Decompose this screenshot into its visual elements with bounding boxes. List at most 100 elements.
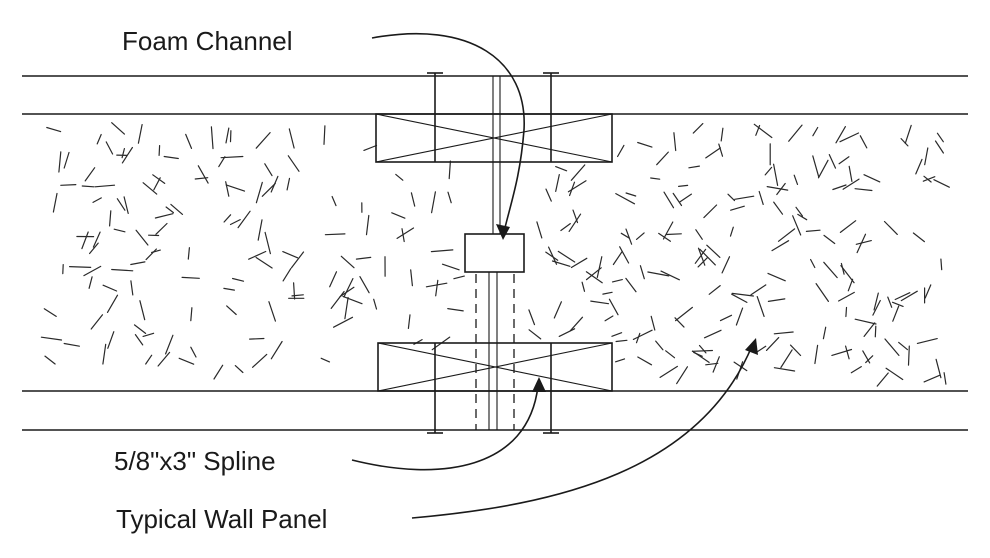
insulation-fiber bbox=[158, 145, 161, 156]
insulation-fiber bbox=[68, 266, 92, 268]
insulation-fiber bbox=[165, 206, 174, 214]
fasteners bbox=[427, 72, 559, 434]
insulation-fiber bbox=[410, 192, 416, 207]
insulation-fiber bbox=[750, 284, 767, 296]
insulation-fiber bbox=[647, 271, 670, 277]
insulation-fiber bbox=[225, 127, 230, 144]
insulation-fiber bbox=[102, 343, 107, 365]
insulation-fiber bbox=[331, 195, 337, 207]
insulation-fiber bbox=[691, 349, 714, 352]
insulation-fiber bbox=[121, 148, 126, 159]
insulation-fiber bbox=[620, 232, 631, 239]
insulation-fiber bbox=[904, 124, 912, 144]
insulation-fiber bbox=[767, 298, 786, 302]
foam-channel-block bbox=[464, 233, 525, 273]
insulation-fiber bbox=[697, 257, 709, 268]
insulation-fiber bbox=[570, 164, 586, 181]
insulation-fiber bbox=[705, 362, 719, 366]
insulation-fiber bbox=[137, 123, 143, 144]
insulation-fiber bbox=[859, 135, 868, 149]
insulation-fiber bbox=[255, 256, 273, 269]
insulation-fiber bbox=[232, 277, 245, 282]
insulation-fiber bbox=[940, 258, 943, 271]
insulation-fiber bbox=[154, 213, 174, 219]
insulation-fiber bbox=[52, 192, 58, 213]
insulation-fiber bbox=[218, 156, 226, 168]
insulation-fiber bbox=[695, 229, 703, 240]
insulation-fiber bbox=[249, 337, 265, 340]
insulation-fiber bbox=[395, 173, 404, 181]
insulation-fiber bbox=[612, 251, 623, 266]
insulation-fiber bbox=[329, 271, 338, 288]
insulation-fiber bbox=[632, 329, 653, 340]
insulation-fiber bbox=[282, 268, 292, 282]
insulation-fiber bbox=[342, 295, 363, 305]
insulation-fiber bbox=[130, 280, 134, 296]
insulation-fiber bbox=[915, 158, 923, 175]
insulation-fiber bbox=[844, 345, 850, 360]
insulation-fiber bbox=[339, 286, 355, 298]
spline-leader bbox=[351, 385, 539, 471]
insulation-fiber bbox=[719, 314, 733, 322]
insulation-fiber bbox=[780, 349, 793, 369]
bottom-spline bbox=[377, 342, 613, 392]
insulation-fiber bbox=[773, 201, 784, 215]
insulation-fiber bbox=[854, 318, 877, 325]
insulation-fiber bbox=[291, 294, 304, 297]
insulation-fiber bbox=[551, 260, 571, 267]
insulation-fiber bbox=[261, 182, 276, 197]
insulation-fiber bbox=[611, 279, 623, 283]
insulation-fiber bbox=[839, 220, 857, 233]
insulation-fiber bbox=[323, 125, 326, 145]
insulation-fiber bbox=[656, 151, 669, 166]
insulation-fiber bbox=[758, 190, 764, 205]
insulation-fiber bbox=[764, 166, 773, 176]
insulation-fiber bbox=[924, 147, 929, 166]
insulation-fiber bbox=[876, 372, 889, 387]
insulation-fiber bbox=[659, 365, 679, 378]
insulation-fiber bbox=[694, 248, 707, 264]
insulation-fiber bbox=[84, 167, 96, 182]
insulation-fiber bbox=[43, 308, 57, 317]
insulation-fiber bbox=[568, 213, 582, 232]
insulation-fiber bbox=[828, 154, 837, 169]
insulation-fiber bbox=[133, 324, 147, 334]
insulation-fiber bbox=[585, 267, 602, 281]
insulation-fiber bbox=[793, 174, 799, 185]
insulation-fiber bbox=[708, 285, 721, 295]
insulation-fiber bbox=[560, 223, 571, 232]
insulation-fiber bbox=[604, 315, 614, 322]
insulation-fiber bbox=[766, 186, 789, 191]
insulation-fiber bbox=[665, 233, 682, 236]
insulation-fiber bbox=[817, 159, 829, 179]
insulation-fiber bbox=[727, 193, 736, 202]
insulation-fiber bbox=[340, 255, 355, 269]
insulation-fiber bbox=[637, 141, 653, 148]
insulation-fiber bbox=[650, 177, 661, 180]
insulation-fiber bbox=[255, 132, 271, 149]
insulation-fiber bbox=[731, 292, 755, 297]
insulation-fiber bbox=[842, 178, 860, 190]
insulation-fiber bbox=[153, 177, 161, 191]
insulation-fiber bbox=[286, 177, 291, 191]
insulation-fiber bbox=[88, 276, 93, 289]
insulation-fiber bbox=[569, 316, 584, 332]
insulation-fiber bbox=[237, 210, 251, 229]
insulation-fiber bbox=[673, 132, 677, 152]
insulation-fiber bbox=[924, 284, 932, 299]
insulation-fiber bbox=[407, 314, 411, 329]
insulation-fiber bbox=[812, 126, 819, 137]
insulation-fiber bbox=[730, 205, 745, 211]
insulation-fiber bbox=[264, 163, 273, 177]
insulation-fiber bbox=[608, 298, 619, 316]
insulation-fiber bbox=[674, 317, 685, 328]
insulation-fiber bbox=[234, 365, 244, 374]
insulation-fiber bbox=[282, 251, 299, 259]
insulation-fiber bbox=[528, 329, 542, 340]
insulation-fiber bbox=[650, 315, 656, 331]
insulation-fiber bbox=[288, 128, 295, 149]
insulation-fiber bbox=[705, 147, 722, 159]
insulation-fiber bbox=[767, 272, 786, 282]
insulation-fiber bbox=[873, 292, 879, 311]
